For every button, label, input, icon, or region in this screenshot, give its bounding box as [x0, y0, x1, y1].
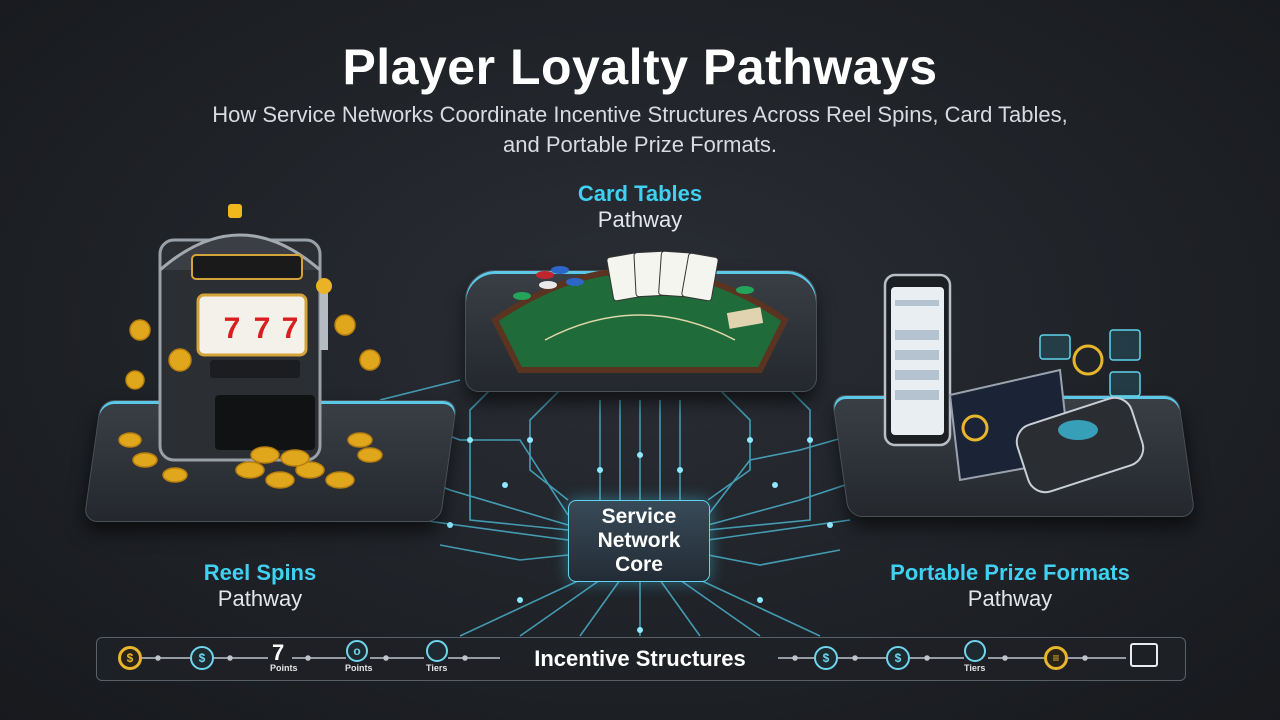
dollar-coin-icon: $	[814, 646, 838, 670]
incentive-structures-label: Incentive Structures	[534, 646, 746, 671]
points-icon: o	[346, 640, 368, 662]
dollar-coin-icon: $	[886, 646, 910, 670]
reel-spins-sub: Pathway	[217, 586, 303, 611]
slot-seven-glyph: 7	[254, 312, 271, 345]
tiers-label-left: Tiers	[426, 663, 448, 673]
coin-icon: $	[118, 646, 142, 670]
card-tables-sub: Pathway	[597, 207, 683, 232]
tiers-icon	[426, 640, 448, 662]
seven-icon: 7	[272, 640, 285, 665]
service-network-core: Service Network Core	[568, 500, 710, 582]
reel-spins-label: Reel Spins Pathway	[160, 560, 360, 612]
slot-seven-glyph: 7	[224, 312, 241, 345]
page-subtitle: How Service Networks Coordinate Incentiv…	[212, 102, 1068, 157]
tiers-label-right: Tiers	[964, 663, 986, 673]
points-label: Points	[345, 663, 373, 673]
dollar-coin-icon: $	[190, 646, 214, 670]
certificate-icon	[1130, 643, 1158, 667]
reel-spins-name: Reel Spins	[203, 560, 317, 585]
portable-prize-label: Portable Prize Formats Pathway	[860, 560, 1160, 612]
coin-icon: ≡	[1044, 646, 1068, 670]
slot-seven-glyph: 7	[282, 312, 299, 345]
portable-prize-sub: Pathway	[967, 586, 1053, 611]
page-title: Player Loyalty Pathways	[342, 39, 938, 95]
core-label: Service Network Core	[597, 505, 681, 576]
tiers-icon	[964, 640, 986, 662]
seven-points-label: Points	[270, 663, 298, 673]
portable-prize-name: Portable Prize Formats	[890, 560, 1130, 585]
card-tables-name: Card Tables	[577, 181, 703, 206]
card-tables-label: Card Tables Pathway	[540, 181, 740, 233]
